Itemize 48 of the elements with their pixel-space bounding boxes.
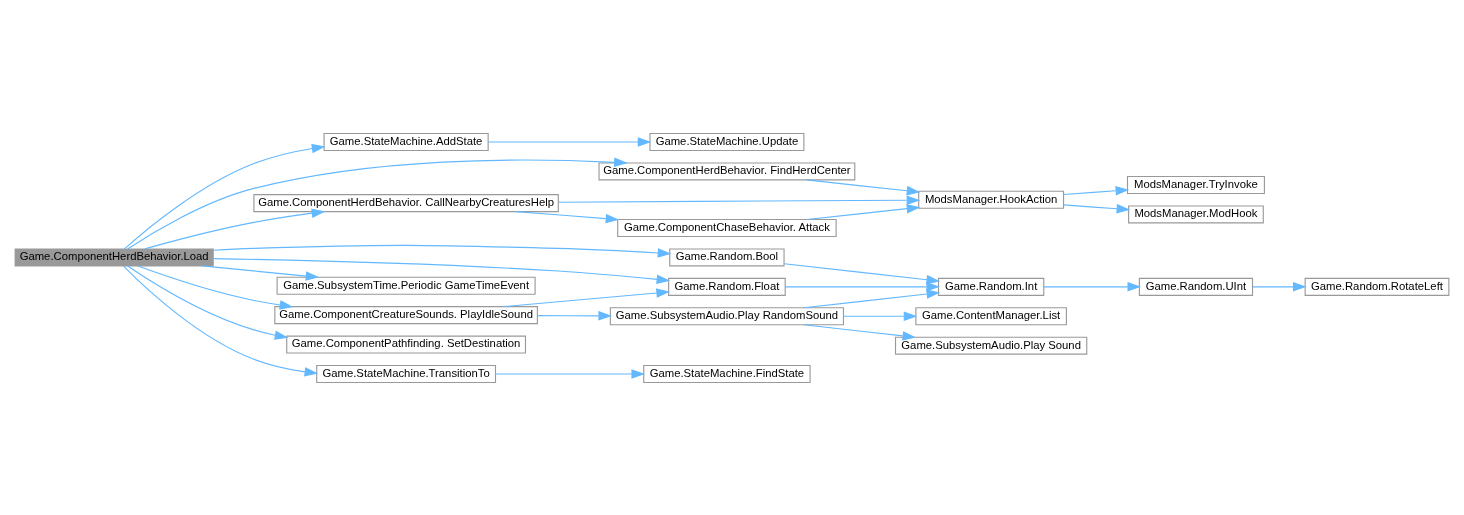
node-box: Game.SubsystemAudio.Play RandomSound [609, 306, 845, 325]
node-box: Game.ComponentCreatureSounds. PlayIdleSound [274, 305, 538, 324]
arrow [201, 264, 320, 281]
arrow [783, 262, 941, 284]
node-box: Game.SubsystemAudio.Play Sound [894, 336, 1088, 355]
node-box: Game.StateMachine.FindState [643, 364, 811, 383]
arrow [495, 368, 646, 379]
arrow [803, 288, 941, 308]
node-box: ModsManager.ModHook [1128, 204, 1264, 223]
node-box: Game.StateMachine.TransitionTo [316, 364, 497, 383]
node-box: ModsManager.TryInvoke [1126, 175, 1265, 194]
arrow [806, 178, 921, 195]
arrow [212, 244, 672, 258]
node-box: Game.Random.Float [668, 277, 786, 296]
arrow [127, 264, 289, 340]
arrow [1063, 203, 1131, 213]
arrow [557, 194, 921, 205]
arrow [502, 287, 670, 307]
node-box: ModsManager.HookAction [918, 190, 1065, 209]
arrow [487, 136, 652, 147]
arrow [803, 323, 917, 341]
arrow [1252, 281, 1307, 292]
arrow [212, 257, 671, 284]
arrow [144, 207, 326, 249]
arrow [123, 143, 326, 249]
arrow [784, 281, 940, 292]
arrow [1043, 281, 1142, 292]
arrow [806, 203, 921, 220]
node-box: Game.ContentManager.List [915, 306, 1067, 325]
node-box: Game.ComponentPathfinding. SetDestination [286, 335, 527, 354]
arrow [515, 210, 620, 223]
node-box: Game.ComponentChaseBehavior. Attack [617, 218, 837, 237]
node-box: Game.StateMachine.AddState [323, 132, 489, 151]
arrow [137, 265, 294, 310]
node-box: Game.Random.UInt [1138, 277, 1254, 296]
node-box: Game.StateMachine.Update [649, 132, 805, 151]
arrow [1063, 185, 1130, 195]
node-box: Game.ComponentHerdBehavior. FindHerdCenter [598, 161, 856, 180]
arrow [122, 264, 319, 377]
arrow [127, 157, 628, 249]
node-box: Game.ComponentHerdBehavior. CallNearbyCreaturesHelp [253, 193, 559, 212]
node-box: Game.Random.Bool [669, 247, 785, 266]
node-box: Game.Random.Int [937, 277, 1045, 296]
arrow [843, 311, 918, 321]
node-box: Game.SubsystemTime.Periodic GameTimeEvent [276, 276, 536, 295]
arrow [537, 310, 613, 321]
node-box: Game.Random.RotateLeft [1304, 277, 1450, 296]
node-box: Game.ComponentHerdBehavior.Load [14, 247, 214, 266]
